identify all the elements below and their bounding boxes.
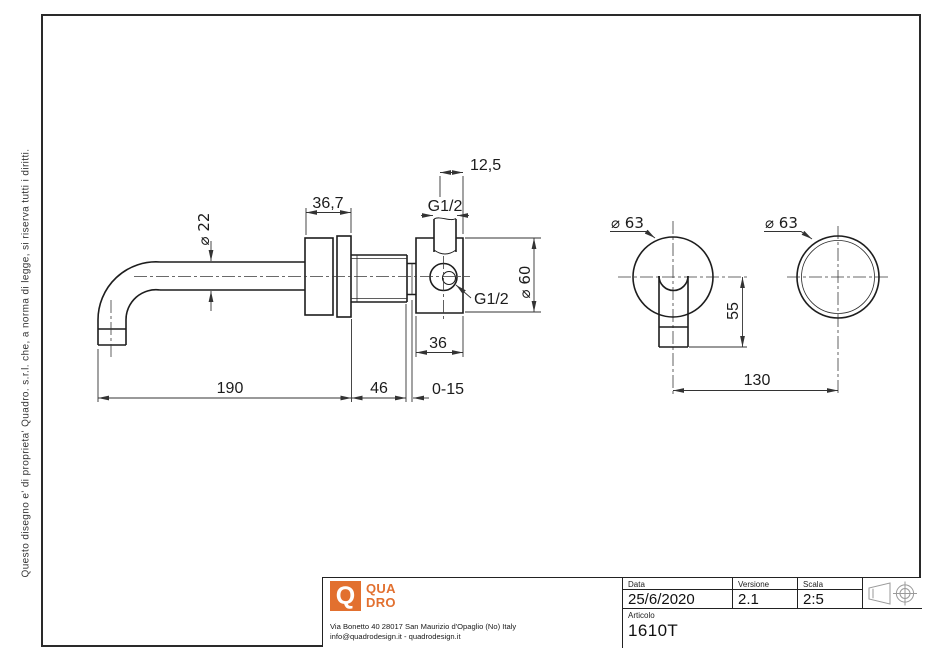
field-scala: Scala 2:5 (797, 578, 862, 609)
dim-label-46: 46 (370, 380, 388, 397)
dim-label-dia63-left: ⌀ 63 (611, 214, 644, 232)
address-line1: Via Bonetto 40 28017 San Maurizio d'Opag… (330, 622, 517, 631)
dim-label-55: 55 (725, 302, 742, 320)
dim-label-0-15: 0-15 (432, 381, 464, 398)
field-scala-label: Scala (798, 578, 862, 590)
dim-label-g12-top: G1/2 (428, 198, 463, 215)
field-scala-value: 2:5 (803, 591, 824, 608)
quadro-logo-icon: Q (330, 581, 361, 611)
logo-line1: QUA (366, 581, 396, 596)
address-line2: info@quadrodesign.it - quadrodesign.it (330, 632, 461, 641)
centerlines (110, 221, 889, 394)
projection-symbol-cell (862, 578, 922, 609)
field-versione: Versione 2.1 (732, 578, 797, 609)
wall-plate-front-view (632, 236, 714, 348)
field-articolo-label: Articolo (628, 611, 655, 620)
field-versione-label: Versione (733, 578, 797, 590)
dim-label-g12-side: G1/2 (474, 291, 509, 308)
field-articolo-value: 1610T (628, 621, 679, 640)
first-angle-projection-icon (868, 581, 917, 606)
company-address: Via Bonetto 40 28017 San Maurizio d'Opag… (330, 622, 516, 642)
field-versione-value: 2.1 (738, 591, 759, 608)
dim-label-dia63-right: ⌀ 63 (765, 214, 798, 232)
logo-line2: DRO (366, 594, 396, 610)
field-articolo: Articolo 1610T (622, 609, 922, 648)
dim-label-dia60: ⌀ 60 (516, 266, 534, 299)
logo-cell: Q QUA DRO Via Bonetto 40 28017 San Mauri… (323, 578, 622, 647)
field-data: Data 25/6/2020 (622, 578, 732, 609)
dim-label-130: 130 (744, 372, 771, 389)
dim-label-190: 190 (217, 380, 244, 397)
dimension-labels: 12,5 36,7 ⌀ 22 G1/2 ⌀ 60 G1/2 36 190 46 … (195, 157, 798, 398)
dim-label-36-7: 36,7 (312, 195, 343, 212)
spout-side-view (97, 235, 416, 346)
title-block: Q QUA DRO Via Bonetto 40 28017 San Mauri… (322, 577, 922, 648)
field-data-value: 25/6/2020 (628, 591, 695, 608)
dim-label-dia22: ⌀ 22 (195, 213, 213, 246)
valve-body-side-view (415, 217, 464, 314)
dimension-lines (97, 170, 838, 402)
quadro-logo-text: QUA DRO (366, 582, 396, 609)
spout-side-view-thin (351, 255, 413, 302)
dim-label-12-5: 12,5 (470, 157, 501, 174)
field-data-label: Data (623, 578, 732, 590)
dim-label-36: 36 (429, 335, 447, 352)
handle-front-view (796, 235, 880, 319)
